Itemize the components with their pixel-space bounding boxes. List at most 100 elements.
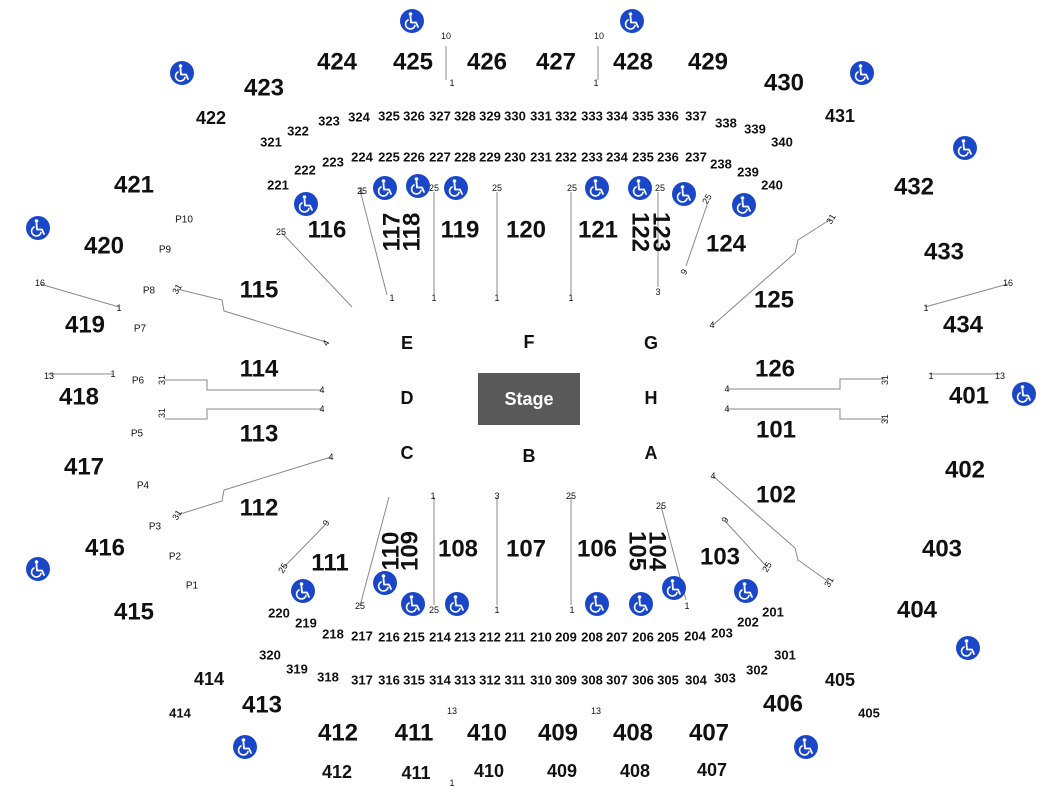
section-421[interactable]: 421 bbox=[114, 172, 154, 199]
section-424[interactable]: 424 bbox=[317, 49, 358, 76]
section-338[interactable]: 338 bbox=[715, 116, 737, 131]
section-209[interactable]: 209 bbox=[555, 630, 577, 645]
section-331[interactable]: 331 bbox=[530, 109, 552, 124]
section-124[interactable]: 124 bbox=[706, 231, 747, 258]
section-334[interactable]: 334 bbox=[606, 109, 628, 124]
section-409[interactable]: 409 bbox=[538, 720, 578, 747]
section-216[interactable]: 216 bbox=[378, 630, 400, 645]
section-E[interactable]: E bbox=[401, 333, 413, 353]
section-323[interactable]: 323 bbox=[318, 114, 340, 129]
section-405[interactable]: 405 bbox=[825, 670, 855, 690]
section-335[interactable]: 335 bbox=[632, 109, 654, 124]
section-329[interactable]: 329 bbox=[479, 109, 501, 124]
section-106[interactable]: 106 bbox=[577, 536, 617, 563]
section-210[interactable]: 210 bbox=[530, 630, 552, 645]
section-126[interactable]: 126 bbox=[755, 356, 795, 383]
section-303[interactable]: 303 bbox=[714, 671, 736, 686]
section-409[interactable]: 409 bbox=[547, 761, 577, 781]
section-410[interactable]: 410 bbox=[467, 720, 507, 747]
section-417[interactable]: 417 bbox=[64, 454, 104, 481]
section-227[interactable]: 227 bbox=[429, 150, 451, 165]
section-115[interactable]: 115 bbox=[240, 277, 279, 304]
section-P5[interactable]: P5 bbox=[131, 429, 144, 440]
section-236[interactable]: 236 bbox=[657, 150, 679, 165]
section-408[interactable]: 408 bbox=[620, 761, 650, 781]
section-F[interactable]: F bbox=[524, 332, 535, 352]
section-P4[interactable]: P4 bbox=[137, 481, 150, 492]
section-431[interactable]: 431 bbox=[825, 106, 855, 126]
section-218[interactable]: 218 bbox=[322, 627, 344, 642]
section-415[interactable]: 415 bbox=[114, 599, 154, 626]
section-212[interactable]: 212 bbox=[479, 630, 501, 645]
section-206[interactable]: 206 bbox=[632, 630, 654, 645]
section-419[interactable]: 419 bbox=[65, 312, 105, 339]
section-203[interactable]: 203 bbox=[711, 626, 733, 641]
section-234[interactable]: 234 bbox=[606, 150, 628, 165]
section-103[interactable]: 103 bbox=[700, 544, 740, 571]
section-416[interactable]: 416 bbox=[85, 535, 125, 562]
section-232[interactable]: 232 bbox=[555, 150, 577, 165]
section-231[interactable]: 231 bbox=[530, 150, 552, 165]
section-330[interactable]: 330 bbox=[504, 109, 526, 124]
section-411[interactable]: 411 bbox=[401, 763, 430, 783]
section-207[interactable]: 207 bbox=[606, 630, 628, 645]
section-418[interactable]: 418 bbox=[59, 384, 99, 411]
section-P3[interactable]: P3 bbox=[149, 522, 162, 533]
section-337[interactable]: 337 bbox=[685, 109, 707, 124]
section-226[interactable]: 226 bbox=[403, 150, 425, 165]
section-401[interactable]: 401 bbox=[949, 383, 989, 410]
section-A[interactable]: A bbox=[645, 443, 658, 463]
section-110[interactable]: 110 bbox=[378, 532, 405, 571]
section-222[interactable]: 222 bbox=[294, 163, 316, 178]
section-408[interactable]: 408 bbox=[613, 720, 653, 747]
section-P6[interactable]: P6 bbox=[132, 376, 145, 387]
section-228[interactable]: 228 bbox=[454, 150, 476, 165]
section-201[interactable]: 201 bbox=[762, 605, 784, 620]
section-C[interactable]: C bbox=[401, 443, 414, 463]
section-225[interactable]: 225 bbox=[378, 150, 400, 165]
section-P9[interactable]: P9 bbox=[159, 245, 172, 256]
section-220[interactable]: 220 bbox=[268, 606, 290, 621]
section-B[interactable]: B bbox=[523, 446, 536, 466]
section-336[interactable]: 336 bbox=[657, 109, 679, 124]
section-229[interactable]: 229 bbox=[479, 150, 501, 165]
section-317[interactable]: 317 bbox=[351, 673, 373, 688]
section-410[interactable]: 410 bbox=[474, 761, 504, 781]
section-P8[interactable]: P8 bbox=[143, 286, 156, 297]
section-102[interactable]: 102 bbox=[756, 482, 796, 509]
section-111[interactable]: 111 bbox=[311, 550, 348, 577]
section-322[interactable]: 322 bbox=[287, 124, 309, 139]
section-116[interactable]: 116 bbox=[308, 217, 347, 244]
section-311[interactable]: 311 bbox=[505, 673, 526, 688]
section-219[interactable]: 219 bbox=[295, 616, 317, 631]
section-221[interactable]: 221 bbox=[267, 178, 289, 193]
section-235[interactable]: 235 bbox=[632, 150, 654, 165]
section-407[interactable]: 407 bbox=[689, 720, 729, 747]
section-433[interactable]: 433 bbox=[924, 239, 964, 266]
section-238[interactable]: 238 bbox=[710, 157, 732, 172]
section-328[interactable]: 328 bbox=[454, 109, 476, 124]
section-121[interactable]: 121 bbox=[578, 217, 618, 244]
section-211[interactable]: 211 bbox=[505, 630, 526, 645]
section-107[interactable]: 107 bbox=[506, 536, 546, 563]
section-321[interactable]: 321 bbox=[260, 135, 282, 150]
section-217[interactable]: 217 bbox=[351, 629, 373, 644]
section-403[interactable]: 403 bbox=[922, 536, 962, 563]
section-240[interactable]: 240 bbox=[761, 178, 783, 193]
section-108[interactable]: 108 bbox=[438, 536, 478, 563]
section-301[interactable]: 301 bbox=[774, 648, 796, 663]
section-340[interactable]: 340 bbox=[771, 135, 793, 150]
section-324[interactable]: 324 bbox=[348, 110, 370, 125]
section-327[interactable]: 327 bbox=[429, 109, 451, 124]
section-411[interactable]: 411 bbox=[395, 720, 434, 747]
section-G[interactable]: G bbox=[644, 333, 658, 353]
section-309[interactable]: 309 bbox=[555, 673, 577, 688]
section-428[interactable]: 428 bbox=[613, 49, 653, 76]
section-307[interactable]: 307 bbox=[606, 673, 628, 688]
section-104[interactable]: 104 bbox=[644, 531, 671, 572]
section-P7[interactable]: P7 bbox=[134, 324, 147, 335]
section-310[interactable]: 310 bbox=[530, 673, 552, 688]
section-205[interactable]: 205 bbox=[657, 630, 679, 645]
section-434[interactable]: 434 bbox=[943, 312, 984, 339]
section-202[interactable]: 202 bbox=[737, 615, 759, 630]
